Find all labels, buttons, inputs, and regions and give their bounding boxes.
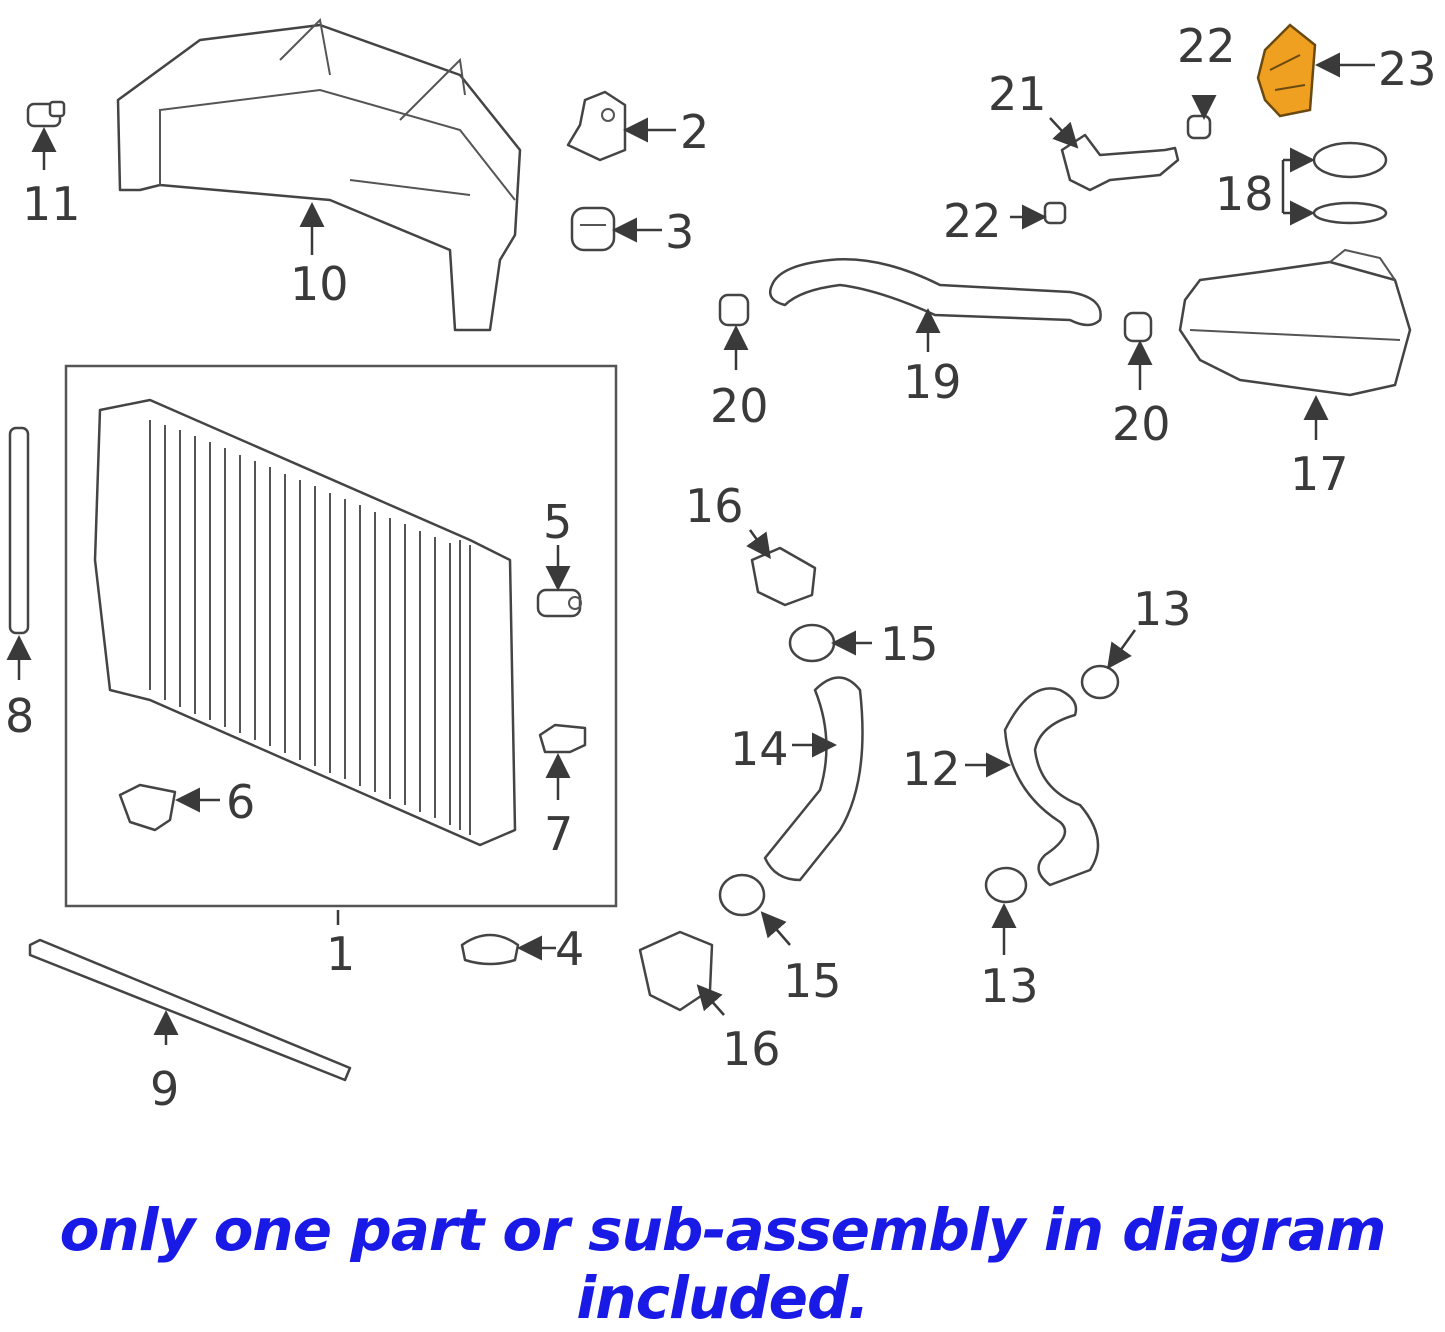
highlighted-part[interactable] <box>1256 23 1317 118</box>
callout-22-lower: 22 <box>943 194 1002 248</box>
callout-1: 1 <box>326 927 355 981</box>
outlet-housing-part-lower[interactable] <box>638 930 714 1012</box>
callout-3: 3 <box>665 205 694 259</box>
callout-10: 10 <box>290 257 349 311</box>
callout-7: 7 <box>544 807 573 861</box>
clamp-part-right[interactable] <box>1123 311 1153 343</box>
lower-seal-part[interactable] <box>28 938 352 1082</box>
leader-lines <box>6 52 1375 1045</box>
hose-clamp-part-lower[interactable] <box>718 873 766 917</box>
lower-hose-part[interactable] <box>763 676 864 882</box>
callout-23: 23 <box>1378 42 1437 96</box>
callout-13-lower: 13 <box>980 959 1039 1013</box>
upper-hose-part[interactable] <box>768 258 1102 327</box>
clamp-part-left[interactable] <box>718 293 750 327</box>
mount-part[interactable] <box>118 783 177 832</box>
callout-14: 14 <box>730 722 789 776</box>
callout-21: 21 <box>988 67 1047 121</box>
callout-16-lower: 16 <box>722 1022 781 1076</box>
radiator-assembly-box <box>64 364 618 908</box>
included-parts-note: only one part or sub-assembly in diagram… <box>59 1196 1387 1332</box>
cap-part[interactable] <box>460 933 520 966</box>
bypass-hose-part[interactable] <box>1003 687 1100 887</box>
parts-diagram: 1 2 3 4 5 6 7 8 9 10 11 12 13 13 14 15 1… <box>5 17 1437 1116</box>
bracket-part[interactable] <box>566 90 627 162</box>
fitting-part[interactable] <box>538 723 587 754</box>
callout-13-upper: 13 <box>1133 582 1192 636</box>
callout-2: 2 <box>680 105 709 159</box>
small-clamp-part-lower[interactable] <box>984 866 1028 904</box>
drain-plug-part[interactable] <box>536 588 582 618</box>
callout-15-lower: 15 <box>783 954 842 1008</box>
callout-11: 11 <box>22 177 81 231</box>
bolt-part-lower[interactable] <box>1043 201 1067 225</box>
reservoir-part[interactable] <box>1178 248 1412 397</box>
callout-17: 17 <box>1290 447 1349 501</box>
callout-4: 4 <box>555 922 584 976</box>
clip-part[interactable] <box>26 100 66 128</box>
callout-12: 12 <box>902 742 961 796</box>
callout-20-right: 20 <box>1112 397 1171 451</box>
outlet-housing-part-upper[interactable] <box>750 546 817 607</box>
reservoir-cap-part[interactable] <box>1312 141 1388 225</box>
radiator-part[interactable] <box>93 398 517 847</box>
seal-strip-part[interactable] <box>8 426 30 635</box>
callout-5: 5 <box>543 495 572 549</box>
hose-clamp-part-upper[interactable] <box>788 623 836 663</box>
insulator-part[interactable] <box>570 206 616 252</box>
callout-6: 6 <box>226 775 255 829</box>
callout-22-upper: 22 <box>1177 19 1236 73</box>
air-baffle-part[interactable] <box>116 17 522 332</box>
callout-16-upper: 16 <box>685 479 744 533</box>
callout-9: 9 <box>150 1062 179 1116</box>
pipe-part[interactable] <box>1060 133 1180 192</box>
callout-18: 18 <box>1215 167 1274 221</box>
callout-19: 19 <box>903 355 962 409</box>
callout-15-upper: 15 <box>880 617 939 671</box>
callout-20-left: 20 <box>710 379 769 433</box>
small-clamp-part-upper[interactable] <box>1080 664 1120 700</box>
bolt-part-upper[interactable] <box>1186 114 1212 140</box>
callout-8: 8 <box>5 689 34 743</box>
